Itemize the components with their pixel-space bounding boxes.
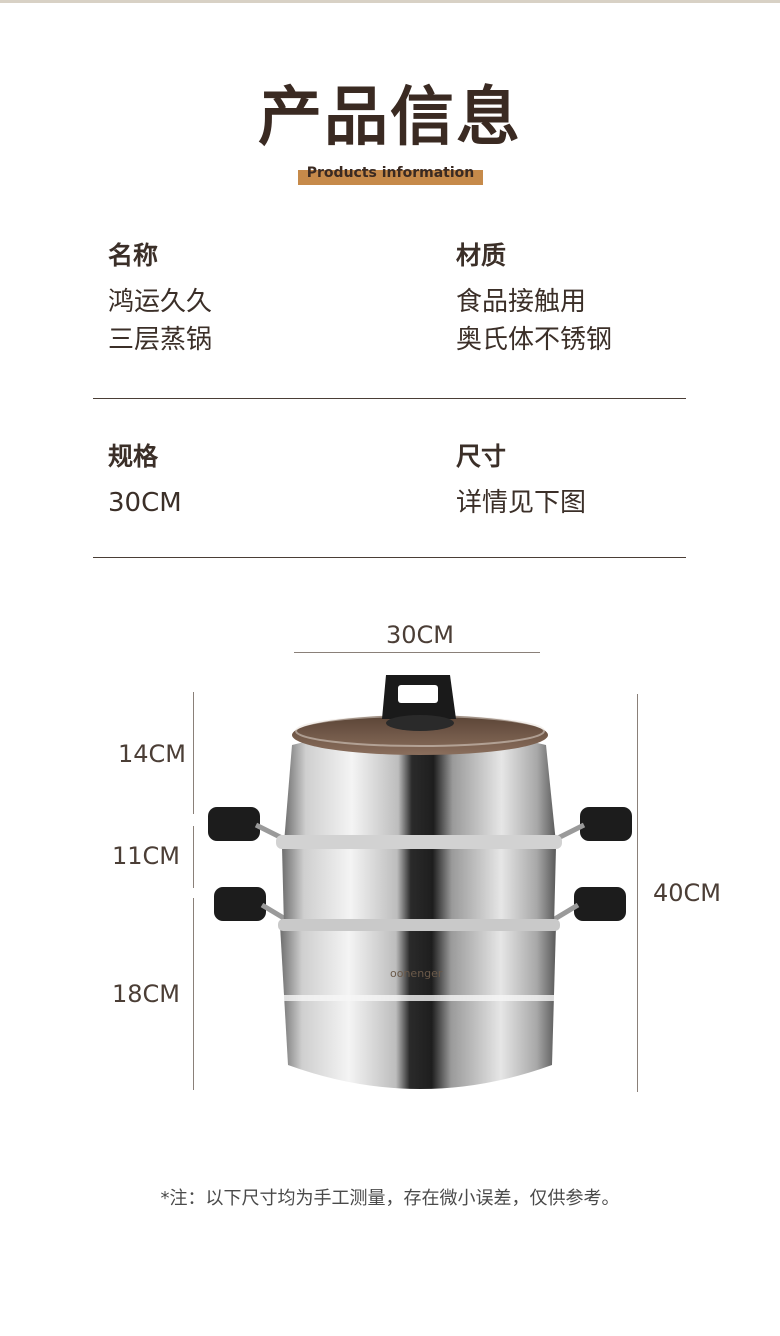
page-subtitle: Products information	[306, 165, 475, 181]
spec-divider-2	[93, 557, 686, 558]
dimension-total-line	[637, 694, 638, 1092]
spec-value-size: 详情见下图	[456, 488, 587, 518]
subtitle-accent-bar	[298, 170, 483, 185]
dimension-width-line	[294, 652, 540, 653]
dimension-middle-line	[193, 826, 194, 888]
dimension-middle-label: 11CM	[112, 842, 181, 870]
spec-label-size: 尺寸	[456, 442, 507, 471]
dimension-lid-line	[193, 692, 194, 814]
dimension-bottom-line	[193, 898, 194, 1090]
spec-label-material: 材质	[456, 241, 507, 270]
spec-value-name-line2: 三层蒸锅	[108, 325, 213, 355]
top-rule	[0, 0, 780, 3]
spec-divider-1	[93, 398, 686, 399]
steamer-pot-illustration: oonenger	[208, 675, 632, 1089]
spec-value-spec: 30CM	[108, 488, 182, 518]
spec-value-material-line2: 奥氏体不锈钢	[456, 325, 613, 355]
dimension-total-label: 40CM	[653, 879, 722, 907]
page-title: 产品信息	[258, 81, 522, 155]
dimension-lid-label: 14CM	[118, 740, 187, 768]
dimension-bottom-label: 18CM	[112, 980, 181, 1008]
spec-value-name-line1: 鸿运久久	[108, 287, 213, 317]
measurement-note: *注：以下尺寸均为手工测量，存在微小误差，仅供参考。	[160, 1188, 620, 1209]
brand-mark: oonenger	[390, 967, 443, 980]
spec-label-spec: 规格	[108, 442, 159, 471]
lid-knob-icon	[382, 675, 456, 731]
dimension-width-label: 30CM	[386, 621, 455, 649]
spec-label-name: 名称	[108, 241, 159, 270]
spec-value-material-line1: 食品接触用	[456, 287, 587, 317]
